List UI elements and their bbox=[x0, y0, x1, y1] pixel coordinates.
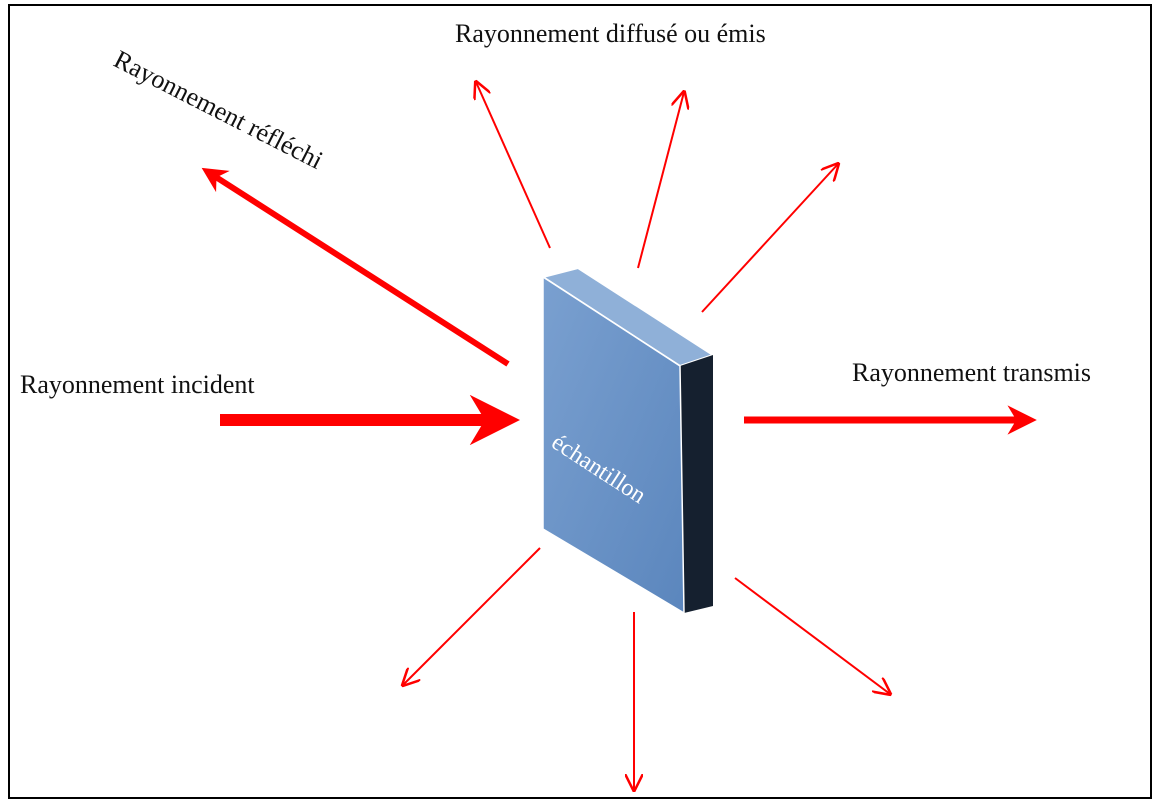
transmitted-label: Rayonnement transmis bbox=[852, 358, 1091, 387]
sample-front-face bbox=[542, 275, 685, 615]
reflected-label: Rayonnement réfléchi bbox=[109, 45, 327, 175]
sample-block: échantillon bbox=[540, 266, 716, 615]
scattered-arrow-down-left bbox=[403, 547, 541, 685]
scattered-arrow-up-center bbox=[637, 92, 684, 269]
sample-side-face bbox=[680, 355, 713, 613]
scattered-arrow-up-left bbox=[476, 82, 551, 249]
reflected-arrow bbox=[201, 167, 510, 367]
scattered-label: Rayonnement diffusé ou émis bbox=[455, 19, 766, 48]
incident-label: Rayonnement incident bbox=[20, 370, 255, 399]
scattered-arrow-up-right bbox=[701, 164, 838, 313]
scattered-arrow-down-right bbox=[734, 577, 890, 694]
